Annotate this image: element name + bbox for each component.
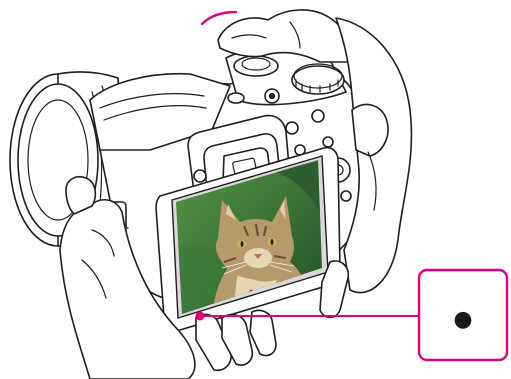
rotation-arrow-icon bbox=[202, 12, 236, 24]
callout-marker: ● bbox=[453, 307, 472, 332]
